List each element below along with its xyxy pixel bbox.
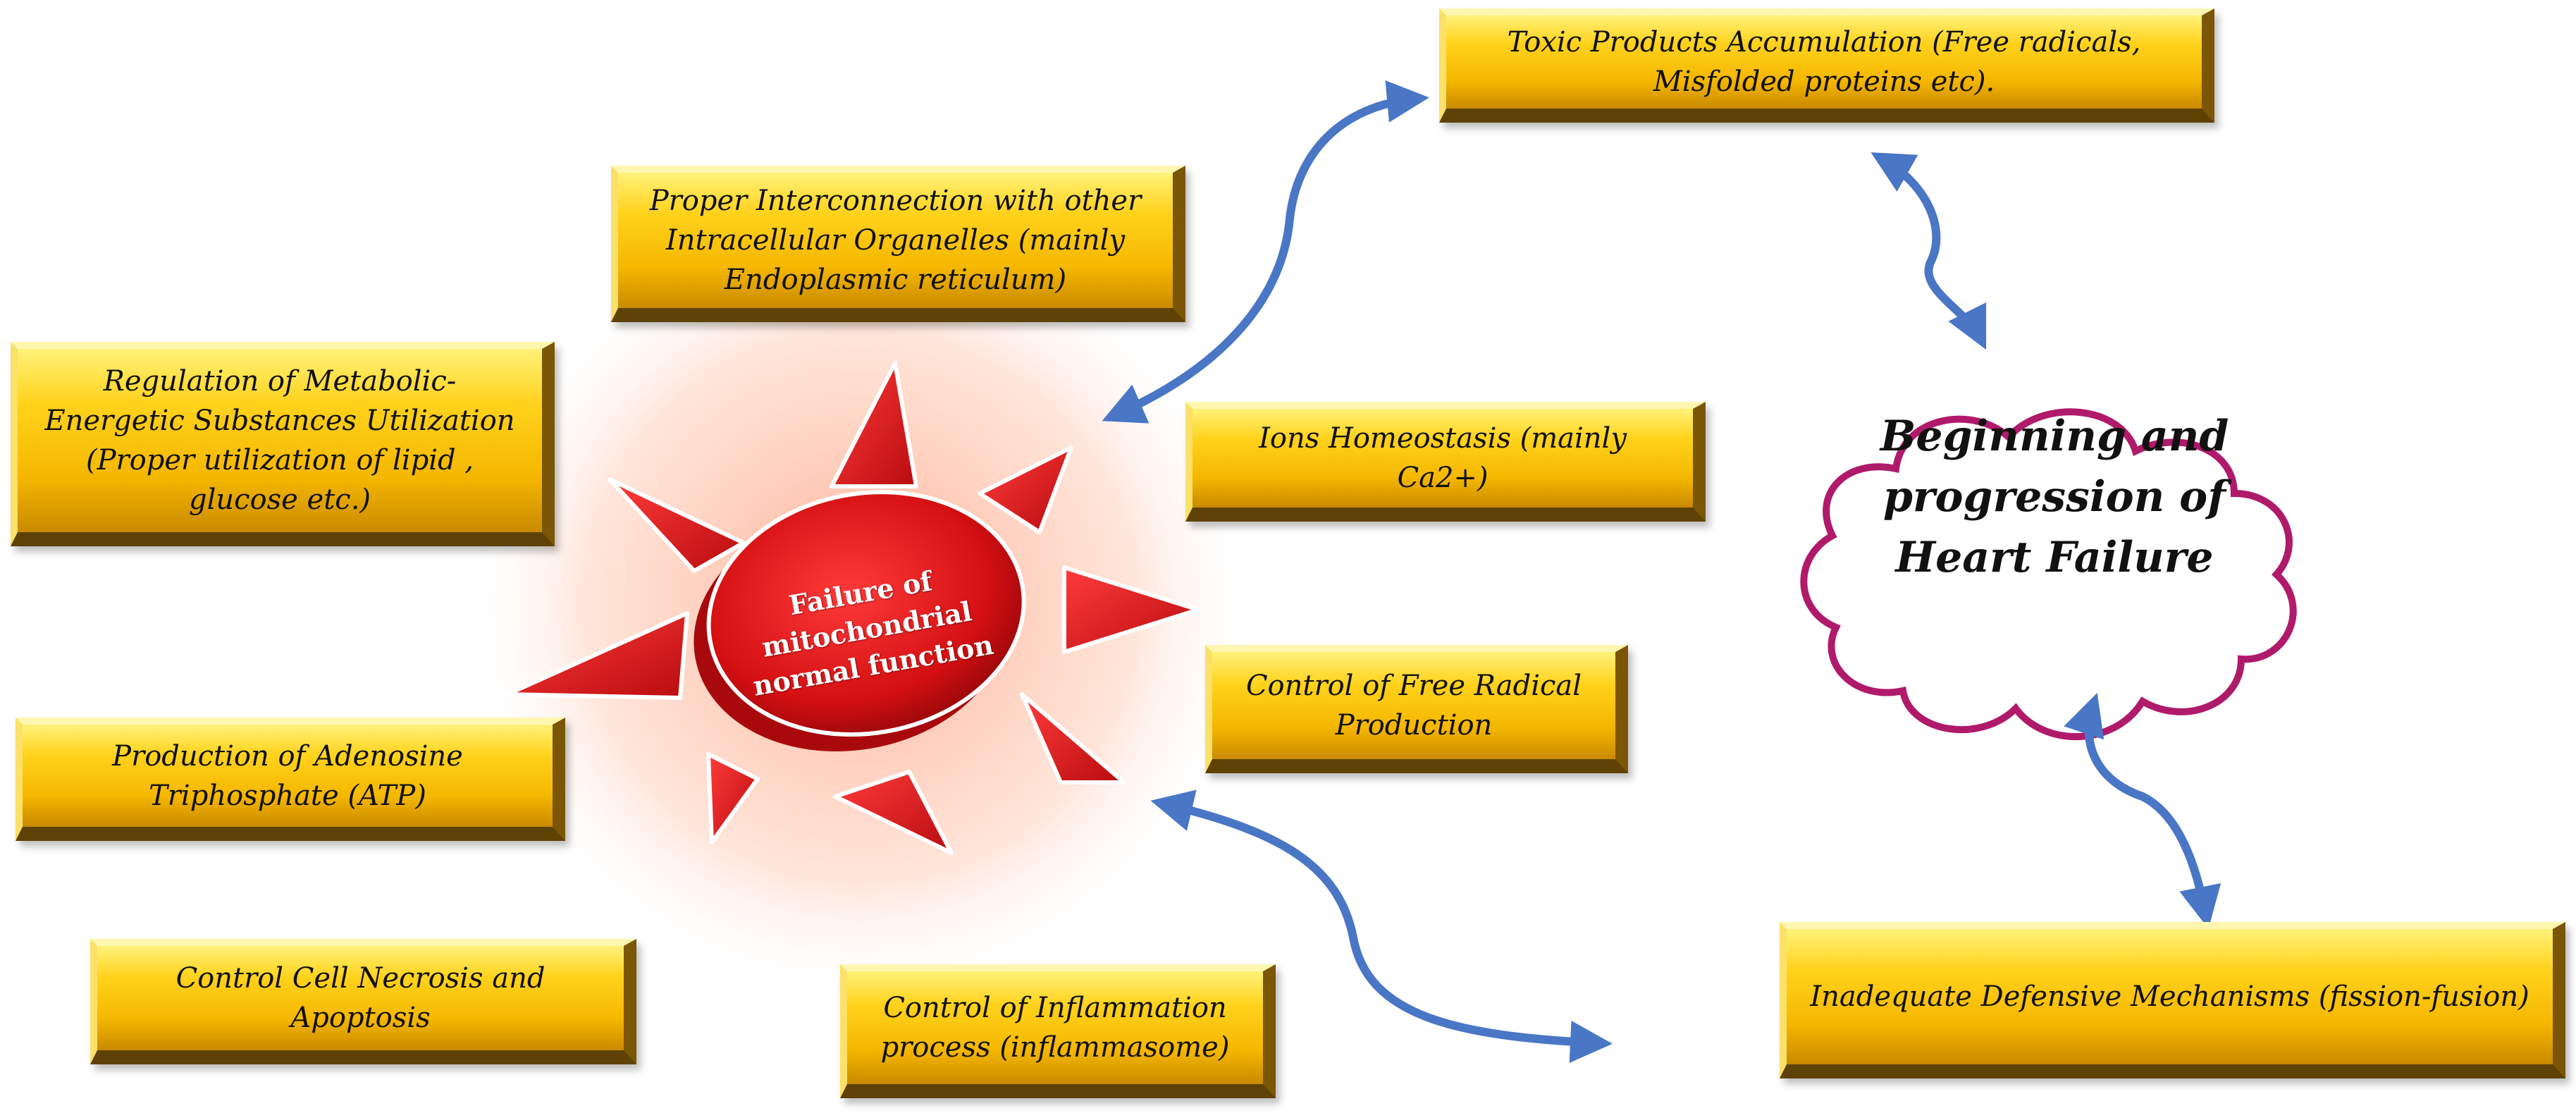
- sun-core: [694, 490, 1026, 752]
- sun-ray-top: [830, 361, 918, 488]
- arrow-sun-to-toxic: [1102, 80, 1429, 424]
- sun-ray-top-left: [608, 477, 746, 573]
- function-box-metabolic-regulation: Regulation of Metabolic-Energetic Substa…: [11, 342, 555, 546]
- function-label: Regulation of Metabolic-Energetic Substa…: [44, 365, 515, 516]
- sun-ray-right: [1062, 565, 1200, 654]
- consequence-box-toxic-products: Toxic Products Accumulation (Free radica…: [1439, 8, 2214, 123]
- outcome-label: Beginning and progression of Heart Failu…: [1880, 412, 2229, 582]
- arrow-cloud-to-defensive: [2064, 692, 2221, 929]
- arrow-sun-to-defensive: [1150, 789, 1613, 1063]
- function-label: Proper Interconnection with other Intrac…: [649, 185, 1142, 296]
- function-box-atp-production: Production of Adenosine Triphosphate (AT…: [16, 718, 565, 841]
- sun-ray-bottom-right: [1020, 692, 1126, 785]
- function-box-free-radical-control: Control of Free Radical Production: [1205, 645, 1628, 773]
- function-label: Ions Homeostasis (mainly Ca2+): [1259, 422, 1627, 494]
- function-box-necrosis-apoptosis: Control Cell Necrosis and Apoptosis: [90, 939, 636, 1064]
- connector-arrows: [1102, 80, 2221, 1063]
- function-label: Control Cell Necrosis and Apoptosis: [175, 962, 546, 1034]
- consequence-label: Toxic Products Accumulation (Free radica…: [1507, 26, 2141, 98]
- consequence-label: Inadequate Defensive Mechanisms (fission…: [1810, 980, 2529, 1013]
- function-box-interconnection: Proper Interconnection with other Intrac…: [611, 166, 1185, 322]
- function-box-ions-homeostasis: Ions Homeostasis (mainly Ca2+): [1185, 402, 1706, 522]
- sun-ray-bottom-left: [706, 752, 760, 844]
- function-box-inflammation-control: Control of Inflammation process (inflamm…: [840, 964, 1276, 1098]
- heart-failure-cloud: [1800, 408, 2297, 740]
- function-label: Production of Adenosine Triphosphate (AT…: [112, 739, 463, 812]
- function-label: Control of Free Radical Production: [1245, 670, 1582, 742]
- consequence-box-defensive-mechanisms: Inadequate Defensive Mechanisms (fission…: [1780, 922, 2565, 1078]
- sun-ray-top-right: [978, 445, 1073, 534]
- sun-ray-left: [505, 611, 689, 700]
- sun-rays: [505, 361, 1200, 855]
- arrow-toxic-to-cloud: [1871, 152, 1987, 350]
- sun-ray-bottom: [833, 770, 954, 855]
- function-label: Control of Inflammation process (inflamm…: [880, 992, 1230, 1064]
